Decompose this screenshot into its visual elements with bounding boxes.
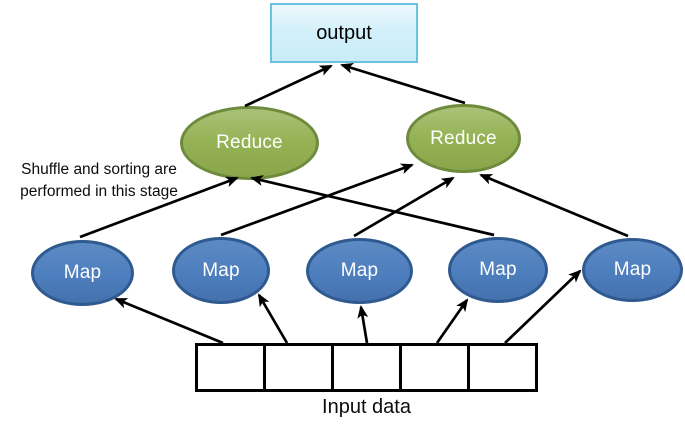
reduce-node-2: Reduce [406,104,521,173]
map-node-3: Map [306,238,413,304]
edge-map-4-to-reduce-1 [250,175,495,237]
shuffle-sort-note-line1: Shuffle and sorting are [21,161,177,178]
edge-input-cell-3-to-map-3 [357,305,369,344]
map-node-5: Map [582,238,683,302]
shuffle-sort-note: Shuffle and sorting are performed in thi… [2,159,196,203]
input-cell-4 [402,346,470,389]
edge-input-cell-4-to-map-4 [435,298,469,344]
input-cell-5 [470,346,535,389]
output-node: output [270,3,418,63]
map-node-1-label: Map [63,262,102,283]
edge-reduce-1-to-output [244,64,333,108]
shuffle-sort-note-line2: performed in this stage [20,183,178,200]
edge-map-3-to-reduce-2 [353,176,455,238]
output-node-label: output [316,21,372,44]
input-cell-3 [334,346,402,389]
edge-input-cell-1-to-map-1 [114,297,224,345]
reduce-node-2-label: Reduce [430,127,497,149]
reduce-node-1-label: Reduce [216,132,283,153]
edge-input-cell-2-to-map-2 [257,293,289,344]
edge-map-5-to-reduce-2 [479,173,629,238]
reduce-node-1: Reduce [180,106,319,180]
input-data-label: Input data [322,396,411,418]
input-cell-1 [198,346,266,389]
map-node-1: Map [31,240,134,306]
input-cell-2 [266,346,334,389]
map-node-4: Map [448,237,548,303]
input-data-row [195,343,538,392]
map-node-4-label: Map [479,259,517,280]
edge-reduce-2-to-output [340,62,466,105]
map-node-2-label: Map [202,259,240,281]
map-node-5-label: Map [613,259,652,280]
map-node-2: Map [172,237,270,304]
map-node-3-label: Map [340,260,379,281]
